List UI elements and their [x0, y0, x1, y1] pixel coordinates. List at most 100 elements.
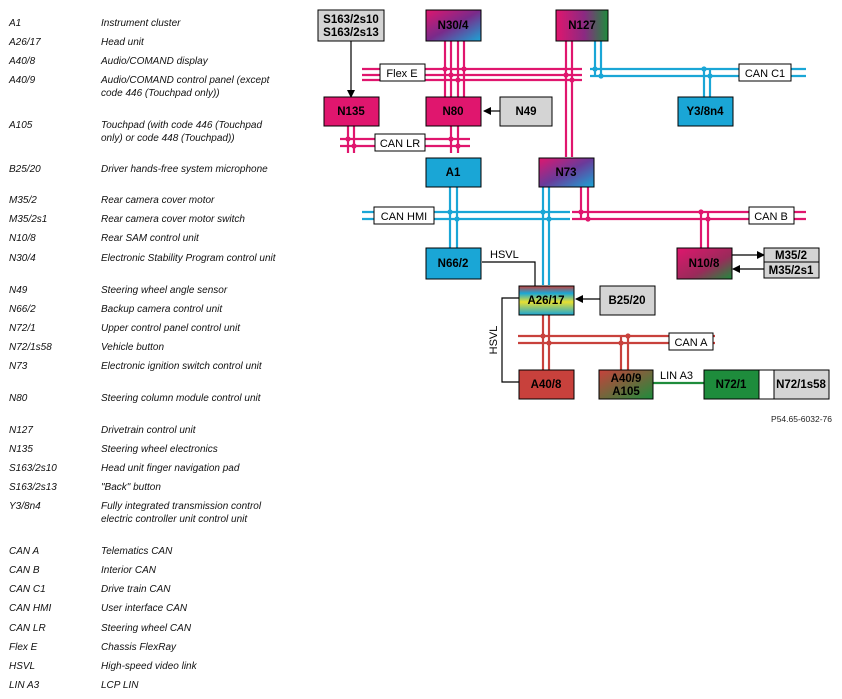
- legend-code: N80: [9, 393, 28, 404]
- svg-text:S163/2s10: S163/2s10: [323, 14, 379, 26]
- junction-dots-cyan: [447, 66, 713, 222]
- legend-description: Telematics CAN: [101, 546, 173, 557]
- node-n49: N49: [499, 96, 553, 127]
- node-a408: A40/8: [518, 369, 575, 400]
- legend-code: CAN A: [9, 546, 40, 557]
- hsvl-left-line: [501, 297, 519, 383]
- node-a1: A1: [425, 157, 482, 188]
- svg-text:N66/2: N66/2: [438, 258, 469, 270]
- svg-text:CAN B: CAN B: [754, 211, 788, 223]
- svg-text:S163/2s13: S163/2s13: [323, 27, 379, 39]
- legend-code: Flex E: [9, 642, 38, 653]
- svg-text:N72/1: N72/1: [716, 379, 747, 391]
- legend-code: A40/9: [9, 75, 36, 86]
- legend-description: Backup camera control unit: [101, 304, 223, 315]
- legend-code: A26/17: [9, 37, 41, 48]
- junction-dots: [345, 66, 711, 222]
- svg-text:CAN LR: CAN LR: [380, 138, 420, 150]
- node-n80: N80: [425, 96, 482, 127]
- legend-description: LCP LIN: [101, 680, 139, 691]
- bus-label-can-a: CAN A: [668, 332, 714, 351]
- node-n304: N30/4: [425, 9, 482, 42]
- legend-description: Audio/COMAND control panel (except code …: [101, 75, 270, 99]
- svg-text:N49: N49: [515, 106, 536, 118]
- legend-description: Rear SAM control unit: [101, 233, 199, 244]
- node-a2617: A26/17: [518, 285, 575, 316]
- legend-description: Head unit: [101, 37, 144, 48]
- legend-code: N135: [9, 444, 33, 455]
- hsvl-top-line: [482, 261, 536, 286]
- legend-code: N73: [9, 361, 28, 372]
- legend-description: Driver hands-free system microphone: [101, 164, 268, 175]
- node-n662: N66/2: [425, 247, 482, 280]
- svg-text:A26/17: A26/17: [527, 295, 564, 307]
- bus-label-can-b: CAN B: [748, 206, 795, 225]
- svg-text:N10/8: N10/8: [689, 258, 720, 270]
- node-b2520: B25/20: [599, 285, 656, 316]
- legend-description: Instrument cluster: [101, 18, 181, 29]
- legend-code: CAN C1: [9, 584, 46, 595]
- svg-text:A40/8: A40/8: [531, 379, 562, 391]
- legend-description: Chassis FlexRay: [101, 642, 177, 653]
- svg-text:A105: A105: [612, 386, 640, 398]
- svg-text:N30/4: N30/4: [438, 20, 469, 32]
- legend-code: A1: [9, 18, 22, 29]
- bus-label-lin-a3: LIN A3: [660, 370, 693, 382]
- svg-text:CAN HMI: CAN HMI: [381, 211, 427, 223]
- legend-code: A105: [9, 120, 33, 131]
- svg-text:N127: N127: [568, 20, 596, 32]
- legend-description: Head unit finger navigation pad: [101, 463, 240, 474]
- node-n721: N72/1: [703, 369, 760, 400]
- legend-description: Audio/COMAND display: [101, 56, 208, 67]
- legend-code: A40/8: [9, 56, 36, 67]
- node-n73: N73: [538, 157, 595, 188]
- node-a409: A40/9 A105: [598, 369, 654, 400]
- svg-text:A1: A1: [446, 167, 461, 179]
- legend-code: CAN B: [9, 565, 40, 576]
- svg-text:M35/2s1: M35/2s1: [769, 265, 814, 277]
- legend-description: Steering wheel electronics: [101, 444, 218, 455]
- legend-description: Electronic ignition switch control unit: [101, 361, 262, 372]
- svg-text:CAN C1: CAN C1: [745, 68, 785, 80]
- svg-text:CAN A: CAN A: [674, 337, 708, 349]
- node-y38n4: Y3/8n4: [677, 96, 734, 127]
- legend-code: Y3/8n4: [9, 501, 41, 512]
- svg-text:N73: N73: [555, 167, 576, 179]
- svg-text:N135: N135: [337, 106, 365, 118]
- junction-dots-red: [540, 333, 631, 346]
- svg-text:M35/2: M35/2: [775, 250, 807, 262]
- legend-description: Rear camera cover motor: [101, 195, 215, 206]
- node-n108: N10/8: [676, 247, 733, 280]
- svg-text:Flex E: Flex E: [386, 68, 417, 80]
- svg-text:A40/9: A40/9: [611, 373, 642, 385]
- legend-code: N72/1s58: [9, 342, 52, 353]
- legend-description: Rear camera cover motor switch: [101, 214, 245, 225]
- svg-text:N72/1s58: N72/1s58: [776, 379, 826, 391]
- legend-description: Vehicle button: [101, 342, 165, 353]
- node-m352: M35/2: [763, 247, 820, 263]
- legend-description: User interface CAN: [101, 603, 188, 614]
- legend-code: N72/1: [9, 323, 36, 334]
- legend-code: M35/2s1: [9, 214, 48, 225]
- node-s163: S163/2s10 S163/2s13: [317, 9, 385, 42]
- legend-description: Drivetrain control unit: [101, 425, 196, 436]
- bus-label-flex-e: Flex E: [379, 63, 426, 82]
- bus-label-can-hmi: CAN HMI: [373, 206, 435, 225]
- bus-label-can-c1: CAN C1: [738, 63, 792, 82]
- legend-description: "Back" button: [101, 482, 161, 493]
- node-n127: N127: [555, 9, 609, 42]
- legend-code: HSVL: [9, 661, 36, 672]
- node-n135: N135: [323, 96, 380, 127]
- node-m352s1: M35/2s1: [763, 261, 820, 279]
- legend-code: S163/2s13: [9, 482, 57, 493]
- legend-description: Upper control panel control unit: [101, 323, 240, 334]
- legend-code: S163/2s10: [9, 463, 57, 474]
- legend-code: N30/4: [9, 253, 36, 264]
- legend-description: Steering column module control unit: [101, 393, 261, 404]
- legend-description: Electronic Stability Program control uni…: [101, 253, 276, 264]
- legend-code: N127: [9, 425, 33, 436]
- legend-code: N66/2: [9, 304, 36, 315]
- legend-code: B25/20: [9, 164, 41, 175]
